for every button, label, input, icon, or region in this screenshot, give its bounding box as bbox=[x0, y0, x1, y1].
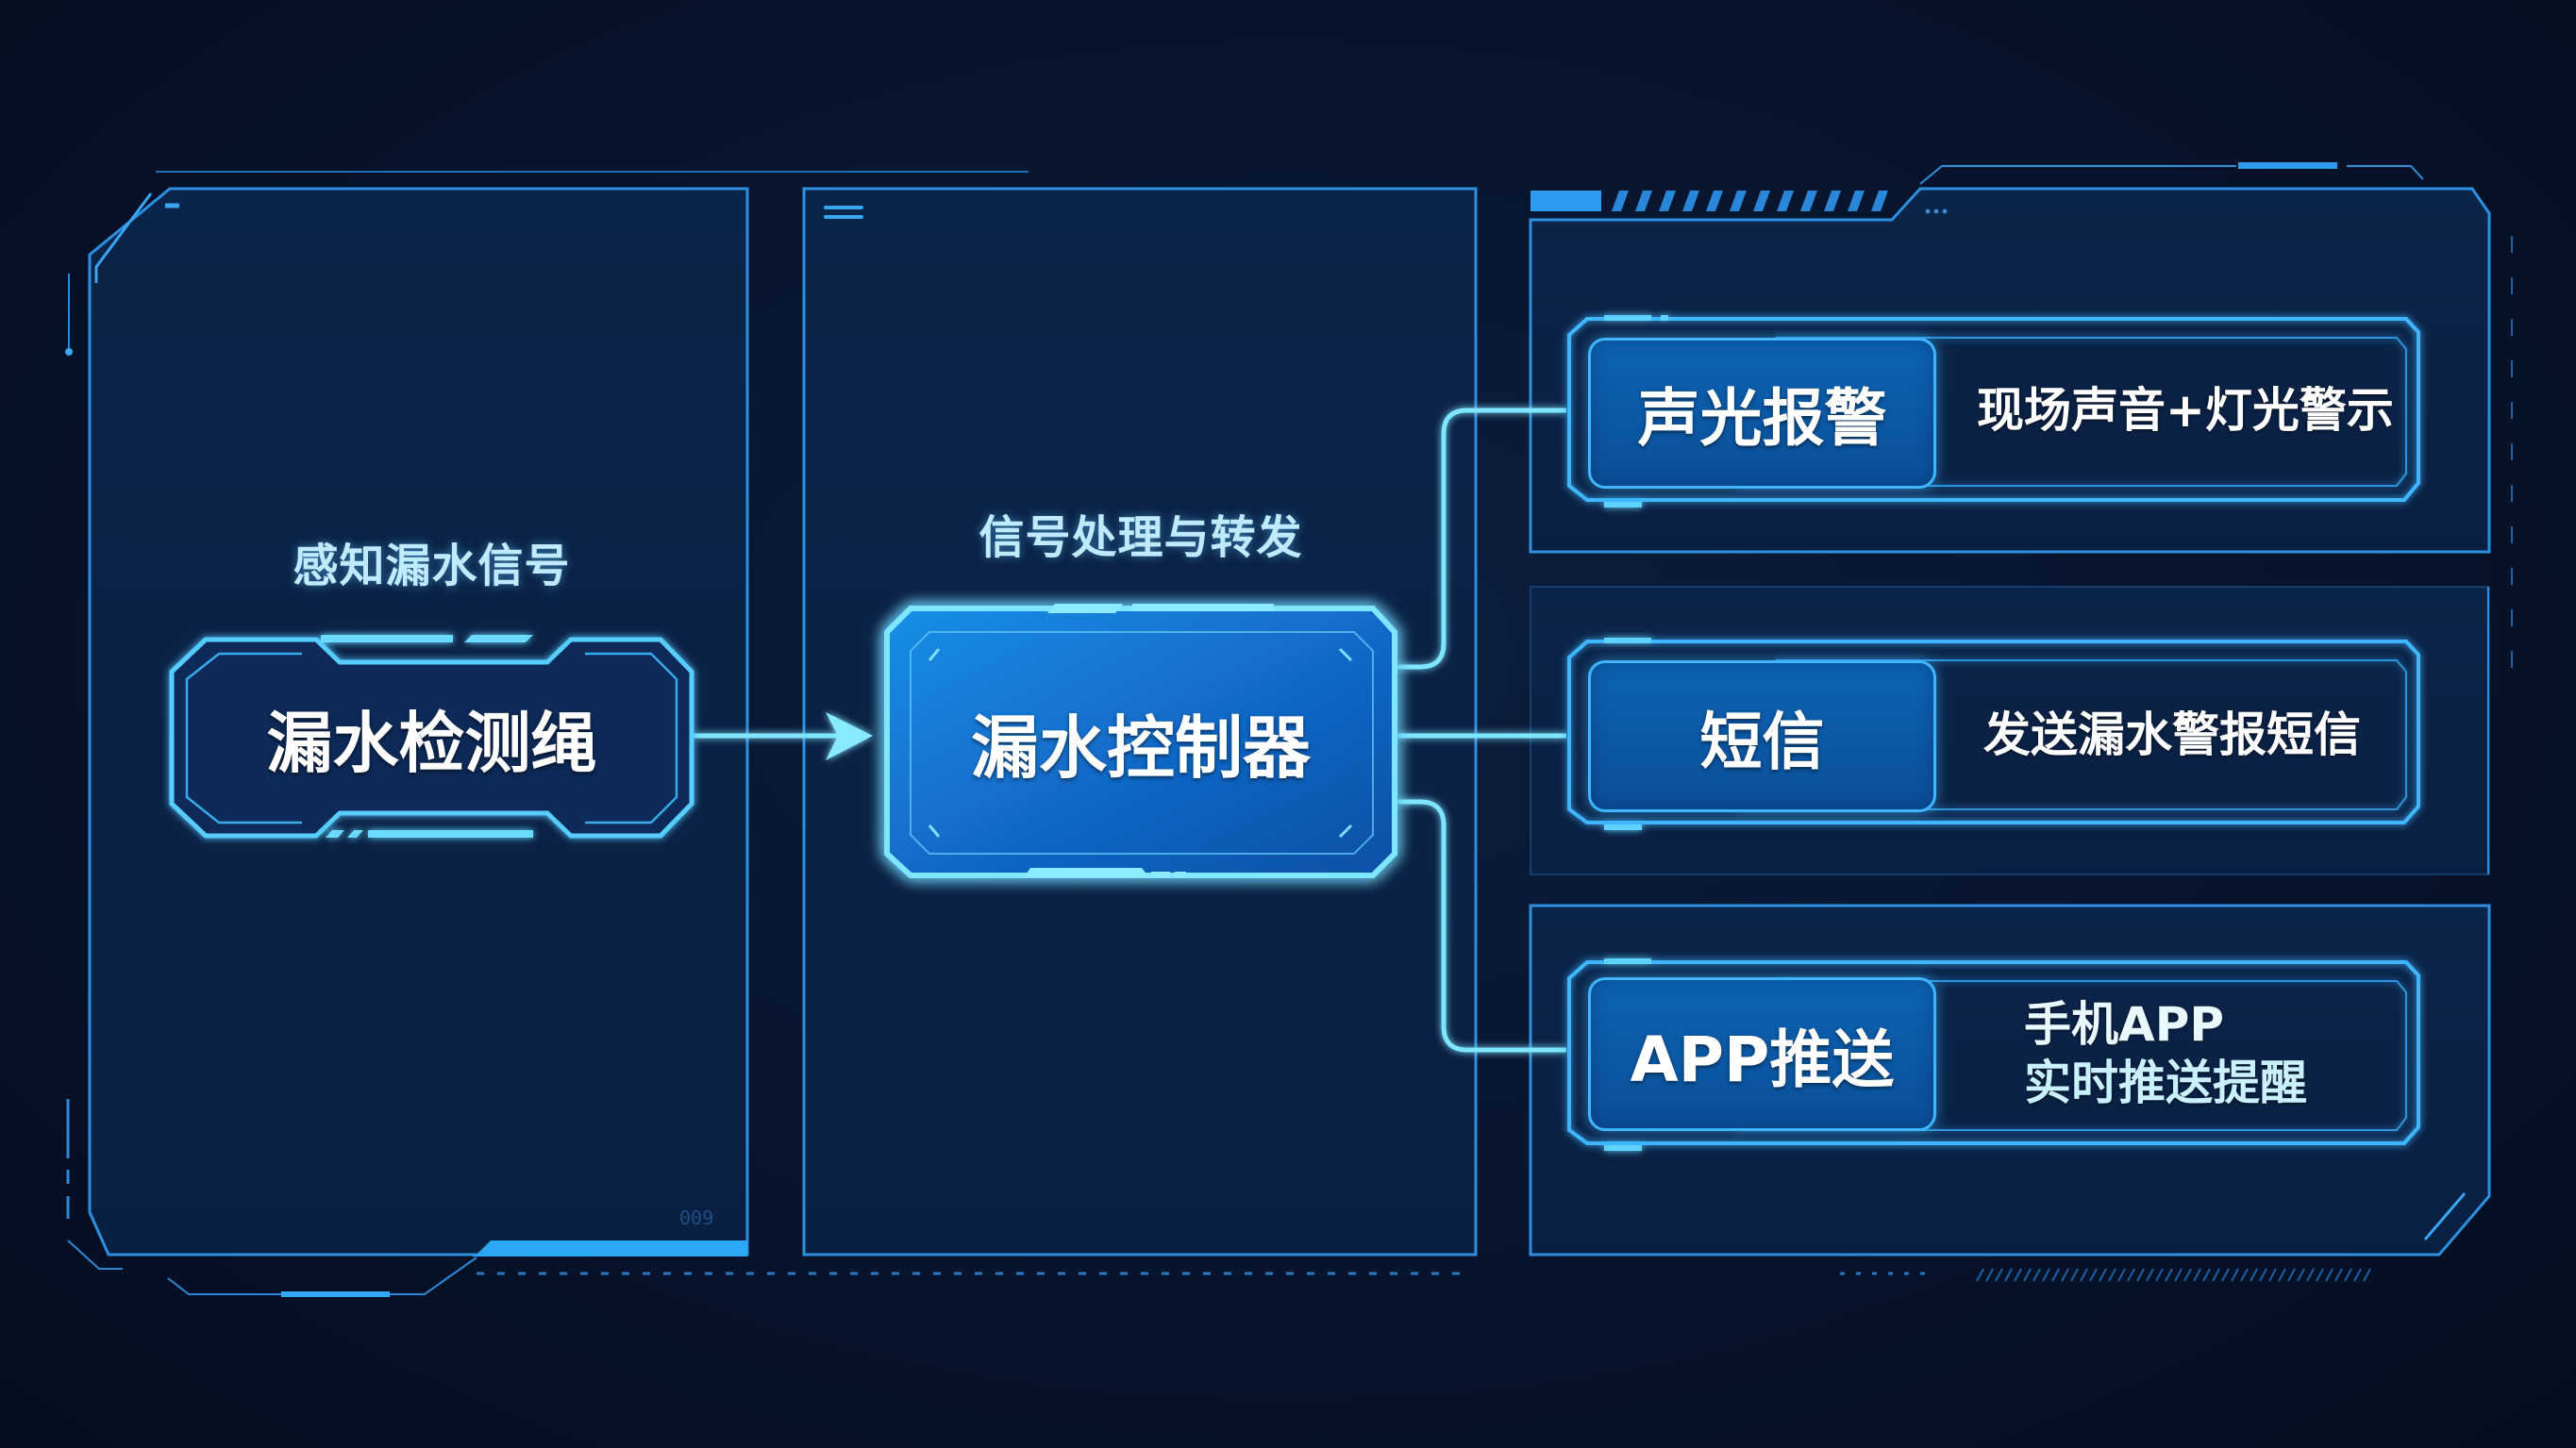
output-title-sms: 短信 bbox=[1588, 660, 1936, 812]
stage-sense-label: 感知漏水信号 bbox=[293, 540, 571, 592]
stage-process-label: 信号处理与转发 bbox=[979, 511, 1303, 564]
output-title-app-push: APP推送 bbox=[1588, 977, 1936, 1131]
menu-icon[interactable] bbox=[824, 206, 863, 219]
output-desc-app-push-line2: 实时推送提醒 bbox=[2024, 1056, 2307, 1110]
output-desc-app-push: 手机APP 实时推送提醒 bbox=[2024, 995, 2383, 1112]
output-desc-sms: 发送漏水警报短信 bbox=[1983, 707, 2361, 762]
output-desc-app-push-line1: 手机APP bbox=[2024, 997, 2224, 1052]
output-title-sound-light: 声光报警 bbox=[1588, 338, 1936, 489]
controller-node[interactable]: 漏水控制器 bbox=[970, 708, 1311, 788]
output-desc-sound-light: 现场声音+灯光警示 bbox=[1977, 383, 2394, 438]
branch-bottom bbox=[1395, 799, 1566, 1053]
sensor-node[interactable]: 漏水检测绳 bbox=[266, 704, 597, 782]
branch-top bbox=[1395, 408, 1566, 670]
panel-code: 009 bbox=[679, 1207, 713, 1229]
arrow-head-icon bbox=[826, 712, 873, 760]
